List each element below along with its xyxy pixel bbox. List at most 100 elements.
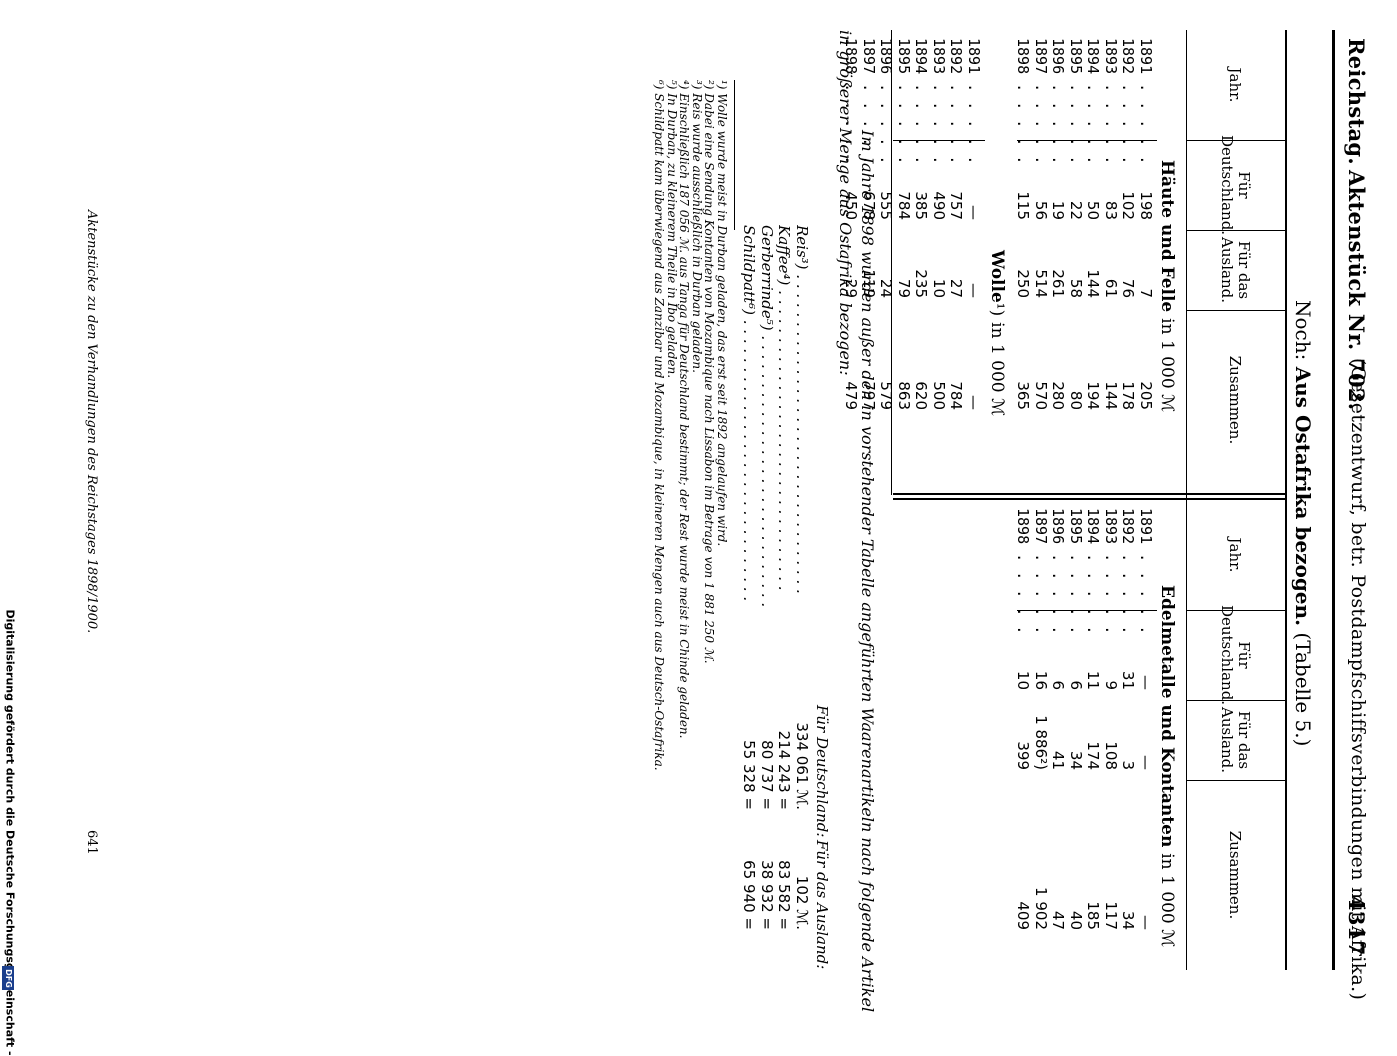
section-unit: in 1 000 ℳ: [987, 322, 1007, 417]
col-head-aus-right: Für das Ausland.: [1218, 707, 1253, 773]
row-value-aus: —: [965, 283, 983, 298]
row-value-aus: 144: [1084, 269, 1103, 298]
footnote: ⁴) Einschließlich 187 056 ℳ. aus Tanga f…: [677, 80, 692, 739]
col-divider: [1187, 700, 1285, 701]
col-head-de-right: Für Deutschland.: [1218, 604, 1253, 706]
row-value-aus: 34: [1067, 750, 1085, 770]
row-value-aus: 235: [912, 269, 931, 298]
col-divider: [1187, 140, 1285, 141]
row-value-de: 385: [912, 191, 931, 220]
row-value-sum: 1 902: [1032, 887, 1050, 930]
footnote: ³) Reis wurde ausschließlich in Durban g…: [690, 80, 704, 373]
row-value-aus: 3: [1119, 760, 1138, 770]
row-value-sum: 178: [1119, 381, 1138, 410]
row-value-de: 555: [877, 191, 896, 220]
paragraph-line1: Im Jahre 1898 wurden außer den in vorste…: [858, 130, 877, 1013]
row-value-de: 6: [1049, 680, 1068, 690]
row-value-aus: 76: [1119, 278, 1138, 298]
footnote: ⁵) In Durban, zu kleinerem Theile in Ibo…: [665, 80, 679, 379]
row-value-aus: 24: [877, 278, 896, 298]
row-value-sum: 280: [1049, 381, 1068, 410]
row-value-sum: 185: [1084, 901, 1103, 930]
center-double-rule: [893, 498, 1285, 500]
row-value-de: 11: [1084, 670, 1103, 690]
row-value-sum: 579: [877, 381, 896, 410]
section-title-wool: Wolle¹) in 1 000 ℳ: [987, 250, 1007, 416]
dfg-logo: DFG: [2, 966, 14, 990]
row-value-sum: 80: [1067, 390, 1085, 410]
col-head-sum-right: Zusammen.: [1226, 830, 1245, 920]
section-title: Häute und Felle: [1157, 160, 1177, 313]
row-value-sum: 117: [1102, 901, 1120, 930]
row-value-sum: 194: [1084, 381, 1103, 410]
article-name: Gerberrinde⁵) . . . . . . . . . . . . . …: [758, 225, 776, 608]
row-value-de: 784: [895, 191, 913, 220]
section-title-metals: Edelmetalle und Kontanten in 1 000 ℳ: [1157, 585, 1177, 947]
row-value-de: 10: [1014, 670, 1033, 690]
row-value-sum: 620: [912, 381, 931, 410]
col-head-sum-left: Zusammen.: [1226, 355, 1245, 445]
row-value-sum: 365: [1014, 381, 1033, 410]
row-value-de: 22: [1067, 200, 1085, 220]
row-value-aus: 79: [895, 278, 913, 298]
row-value-aus: 514: [1032, 269, 1050, 298]
header-rule: [1332, 30, 1335, 970]
row-value-aus: 1 886²): [1032, 715, 1050, 770]
article-value-aus: 65 940 =: [740, 860, 759, 930]
section-title: Wolle: [987, 250, 1007, 303]
article-value-aus: 102 ℳ.: [793, 875, 811, 930]
row-value-aus: 27: [947, 278, 966, 298]
articles-head-aus: Für das Ausland:: [813, 840, 831, 970]
row-value-sum: 40: [1067, 910, 1085, 930]
article-value-de: 334 061 ℳ.: [793, 722, 811, 810]
article-value-de: 55 328 =: [740, 740, 759, 810]
row-value-aus: 261: [1049, 269, 1068, 298]
row-value-aus: 41: [1049, 750, 1068, 770]
dfg-logo-text: DFG: [3, 968, 13, 988]
row-value-aus: —: [1137, 755, 1155, 770]
subtitle-main: Aus Ostafrika bezogen.: [1291, 366, 1315, 627]
footer-left: Aktenstücke zu den Verhandlungen des Rei…: [84, 210, 99, 634]
article-value-de: 214 243 =: [775, 730, 794, 810]
row-value-de: 115: [1014, 191, 1033, 220]
row-value-sum: —: [1137, 915, 1155, 930]
col-head-year-left: Jahr.: [1226, 67, 1245, 103]
row-value-de: 31: [1119, 670, 1138, 690]
row-value-de: 16: [1032, 670, 1050, 690]
row-value-aus: 174: [1084, 741, 1103, 770]
row-value-de: 83: [1102, 200, 1120, 220]
row-value-sum: 47: [1049, 910, 1068, 930]
section-title-hides: Häute und Felle in 1 000 ℳ: [1157, 160, 1177, 412]
row-value-de: 19: [1049, 200, 1068, 220]
row-value-aus: 399: [1014, 741, 1033, 770]
section-unit: in 1 000 ℳ: [1157, 853, 1177, 948]
row-value-sum: 863: [895, 381, 913, 410]
row-value-aus: 108: [1102, 741, 1120, 770]
article-name: Schildpatt⁶) . . . . . . . . . . . . . .…: [740, 225, 759, 602]
row-value-de: 198: [1137, 191, 1155, 220]
side-note: Digitalisierung gefördert durch die Deut…: [3, 609, 17, 1056]
row-value-aus: 7: [1137, 288, 1155, 298]
article-value-aus: 38 932 =: [758, 860, 776, 930]
article-value-de: 80 737 =: [758, 740, 776, 810]
row-value-de: 9: [1102, 680, 1120, 690]
row-value-de: 102: [1119, 191, 1138, 220]
row-value-de: 490: [930, 191, 948, 220]
row-value-de: 50: [1084, 200, 1103, 220]
article-name: Reis³) . . . . . . . . . . . . . . . . .…: [793, 225, 811, 594]
article-value-aus: 83 582 =: [775, 860, 794, 930]
section-unit: in 1 000 ℳ: [1157, 318, 1177, 413]
row-value-sum: 34: [1119, 910, 1138, 930]
row-value-de: 6: [1067, 680, 1085, 690]
row-value-sum: 205: [1137, 381, 1155, 410]
row-value-sum: 409: [1014, 901, 1033, 930]
row-value-sum: 570: [1032, 381, 1050, 410]
section-title: Edelmetalle und Kontanten: [1157, 585, 1177, 848]
center-double-rule: [893, 493, 1285, 495]
footnote: ⁶) Schildpatt kam überwiegend aus Zanzib…: [652, 80, 667, 771]
row-divider: [1017, 140, 1157, 141]
col-divider: [1187, 230, 1285, 231]
row-value-de: 757: [947, 191, 966, 220]
row-value-sum: 500: [930, 381, 948, 410]
col-head-aus-left: Für das Ausland.: [1218, 237, 1253, 303]
